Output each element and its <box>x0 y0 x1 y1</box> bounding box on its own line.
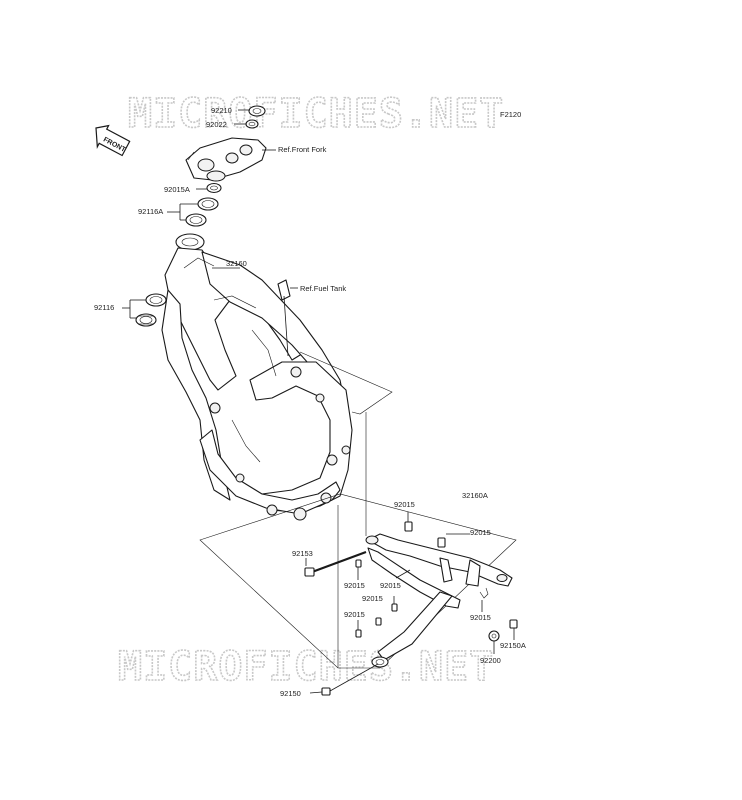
part-label-92116: 92116 <box>94 303 114 312</box>
washer-92200 <box>488 630 500 642</box>
ref-fuel-tank: Ref.Fuel Tank <box>300 284 346 293</box>
rear-subframe-32160A <box>365 533 513 668</box>
part-label-92200: 92200 <box>480 656 501 665</box>
part-label-92015-g: 92015 <box>470 613 491 622</box>
bolt-92150 <box>321 663 379 696</box>
part-label-92015-e: 92015 <box>362 594 383 603</box>
part-label-92015-c: 92015 <box>344 581 365 590</box>
front-arrow-icon: FRONT <box>95 124 131 157</box>
part-label-92210: 92210 <box>211 106 232 115</box>
part-label-92022: 92022 <box>206 120 227 129</box>
ref-front-fork: Ref.Front Fork <box>278 145 327 154</box>
bolt-92150A <box>509 619 518 629</box>
part-label-32160A: 32160A <box>462 491 488 500</box>
collar-92015-e <box>391 603 398 612</box>
part-label-92015-b: 92015 <box>470 528 491 537</box>
part-label-92015-a: 92015 <box>394 500 415 509</box>
long-bolt-92153 <box>304 550 367 577</box>
steering-nut-92022 <box>245 119 259 129</box>
bearing-92116 <box>135 293 167 327</box>
part-label-92015-f: 92015 <box>344 610 365 619</box>
part-label-92015-d: 92015 <box>380 581 401 590</box>
bolt-92015-b <box>437 537 446 548</box>
main-frame-32160 <box>161 233 353 521</box>
part-label-92015A: 92015A <box>164 185 190 194</box>
part-label-92116A: 92116A <box>138 207 163 216</box>
fuel-tank-bracket <box>277 279 291 357</box>
part-label-32160: 32160 <box>226 259 247 268</box>
bearing-92015A <box>206 182 222 194</box>
steering-seal-92210 <box>248 105 266 117</box>
collar-92015-c <box>355 559 362 568</box>
figure-code: F2120 <box>500 110 521 119</box>
part-label-92153: 92153 <box>292 549 313 558</box>
bearing-race-92116A <box>185 197 219 227</box>
steering-stem-bracket <box>185 137 267 182</box>
frame-assembly-outline <box>299 351 393 415</box>
part-label-92150A: 92150A <box>500 641 526 650</box>
watermark-top: MICROFICHES.NET <box>128 91 504 137</box>
bolt-92015-a <box>404 521 413 532</box>
collar-92015-f <box>355 617 382 638</box>
part-label-92150: 92150 <box>280 689 301 698</box>
watermark-bottom: MICROFICHES.NET <box>118 644 494 690</box>
